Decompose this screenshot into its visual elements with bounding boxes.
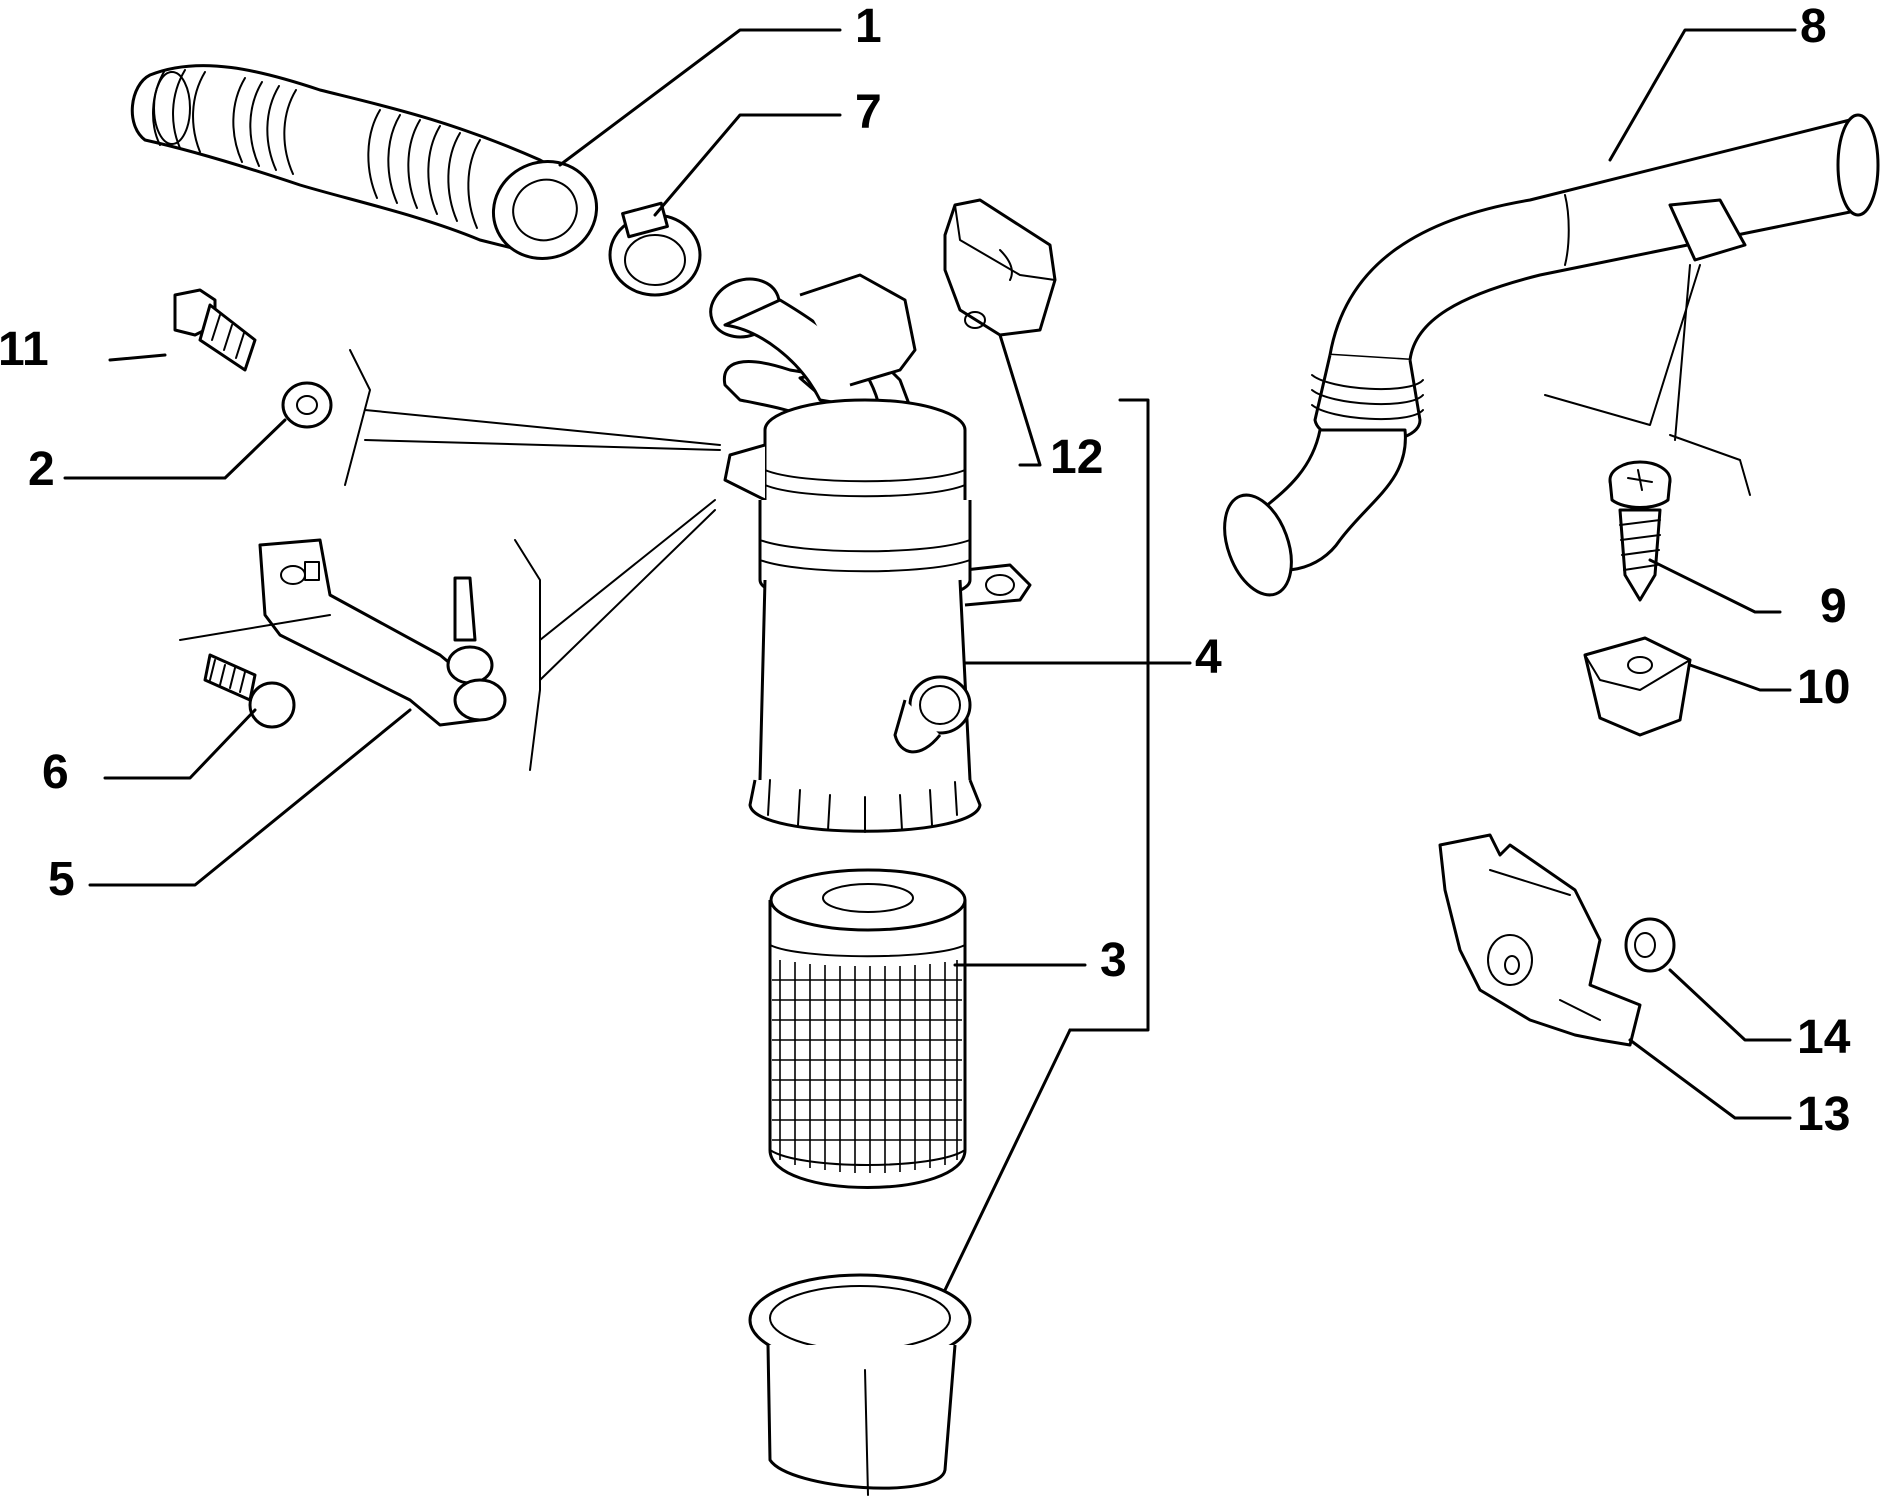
filter-cup bbox=[748, 1273, 972, 1496]
bracket-part-5 bbox=[258, 538, 507, 727]
callout-13: 13 bbox=[1797, 1088, 1850, 1141]
group-bracket-3-4 bbox=[1068, 398, 1150, 1032]
mount-bracket-lower bbox=[514, 539, 541, 771]
callout-14: 14 bbox=[1797, 1011, 1851, 1064]
mount-line-right-b bbox=[1669, 434, 1751, 496]
air-filter-housing-part-4 bbox=[709, 273, 1032, 833]
callout-4: 4 bbox=[1195, 631, 1222, 684]
nut-part-2 bbox=[281, 381, 333, 429]
bolt-part-6 bbox=[203, 653, 296, 729]
intake-hose-part-1 bbox=[130, 64, 599, 260]
sensor-part-12 bbox=[943, 198, 1057, 337]
callout-10: 10 bbox=[1797, 661, 1850, 714]
mount-line-b bbox=[364, 439, 721, 451]
mount-bracket-upper bbox=[344, 349, 371, 486]
clip-nut-part-10 bbox=[1583, 636, 1692, 737]
callout-12: 12 bbox=[1050, 431, 1103, 484]
mount-line-d bbox=[539, 509, 716, 681]
mount-line-right-a bbox=[1544, 264, 1701, 426]
mount-line-e bbox=[179, 614, 331, 641]
callout-7: 7 bbox=[855, 86, 882, 139]
callout-5: 5 bbox=[48, 853, 75, 906]
nut-part-14 bbox=[1624, 917, 1676, 973]
mount-line-a bbox=[364, 409, 721, 446]
callout-8: 8 bbox=[1800, 0, 1827, 53]
callout-2: 2 bbox=[28, 443, 55, 496]
callout-6: 6 bbox=[42, 746, 69, 799]
callout-3: 3 bbox=[1100, 934, 1127, 987]
mounting-plate-part-13 bbox=[1438, 833, 1642, 1047]
callout-11: 11 bbox=[0, 323, 49, 376]
callout-1: 1 bbox=[855, 0, 882, 53]
callout-9: 9 bbox=[1820, 580, 1847, 633]
filter-element-part-3 bbox=[768, 868, 967, 1189]
leader-lines bbox=[63, 28, 1797, 1292]
hose-clamp-part-7 bbox=[608, 201, 702, 297]
bolt-part-11 bbox=[173, 288, 257, 372]
outlet-pipe-part-8 bbox=[1223, 113, 1880, 597]
mount-line-c bbox=[539, 499, 716, 641]
mount-line-right-c bbox=[1674, 264, 1691, 441]
screw-part-9 bbox=[1608, 460, 1672, 602]
